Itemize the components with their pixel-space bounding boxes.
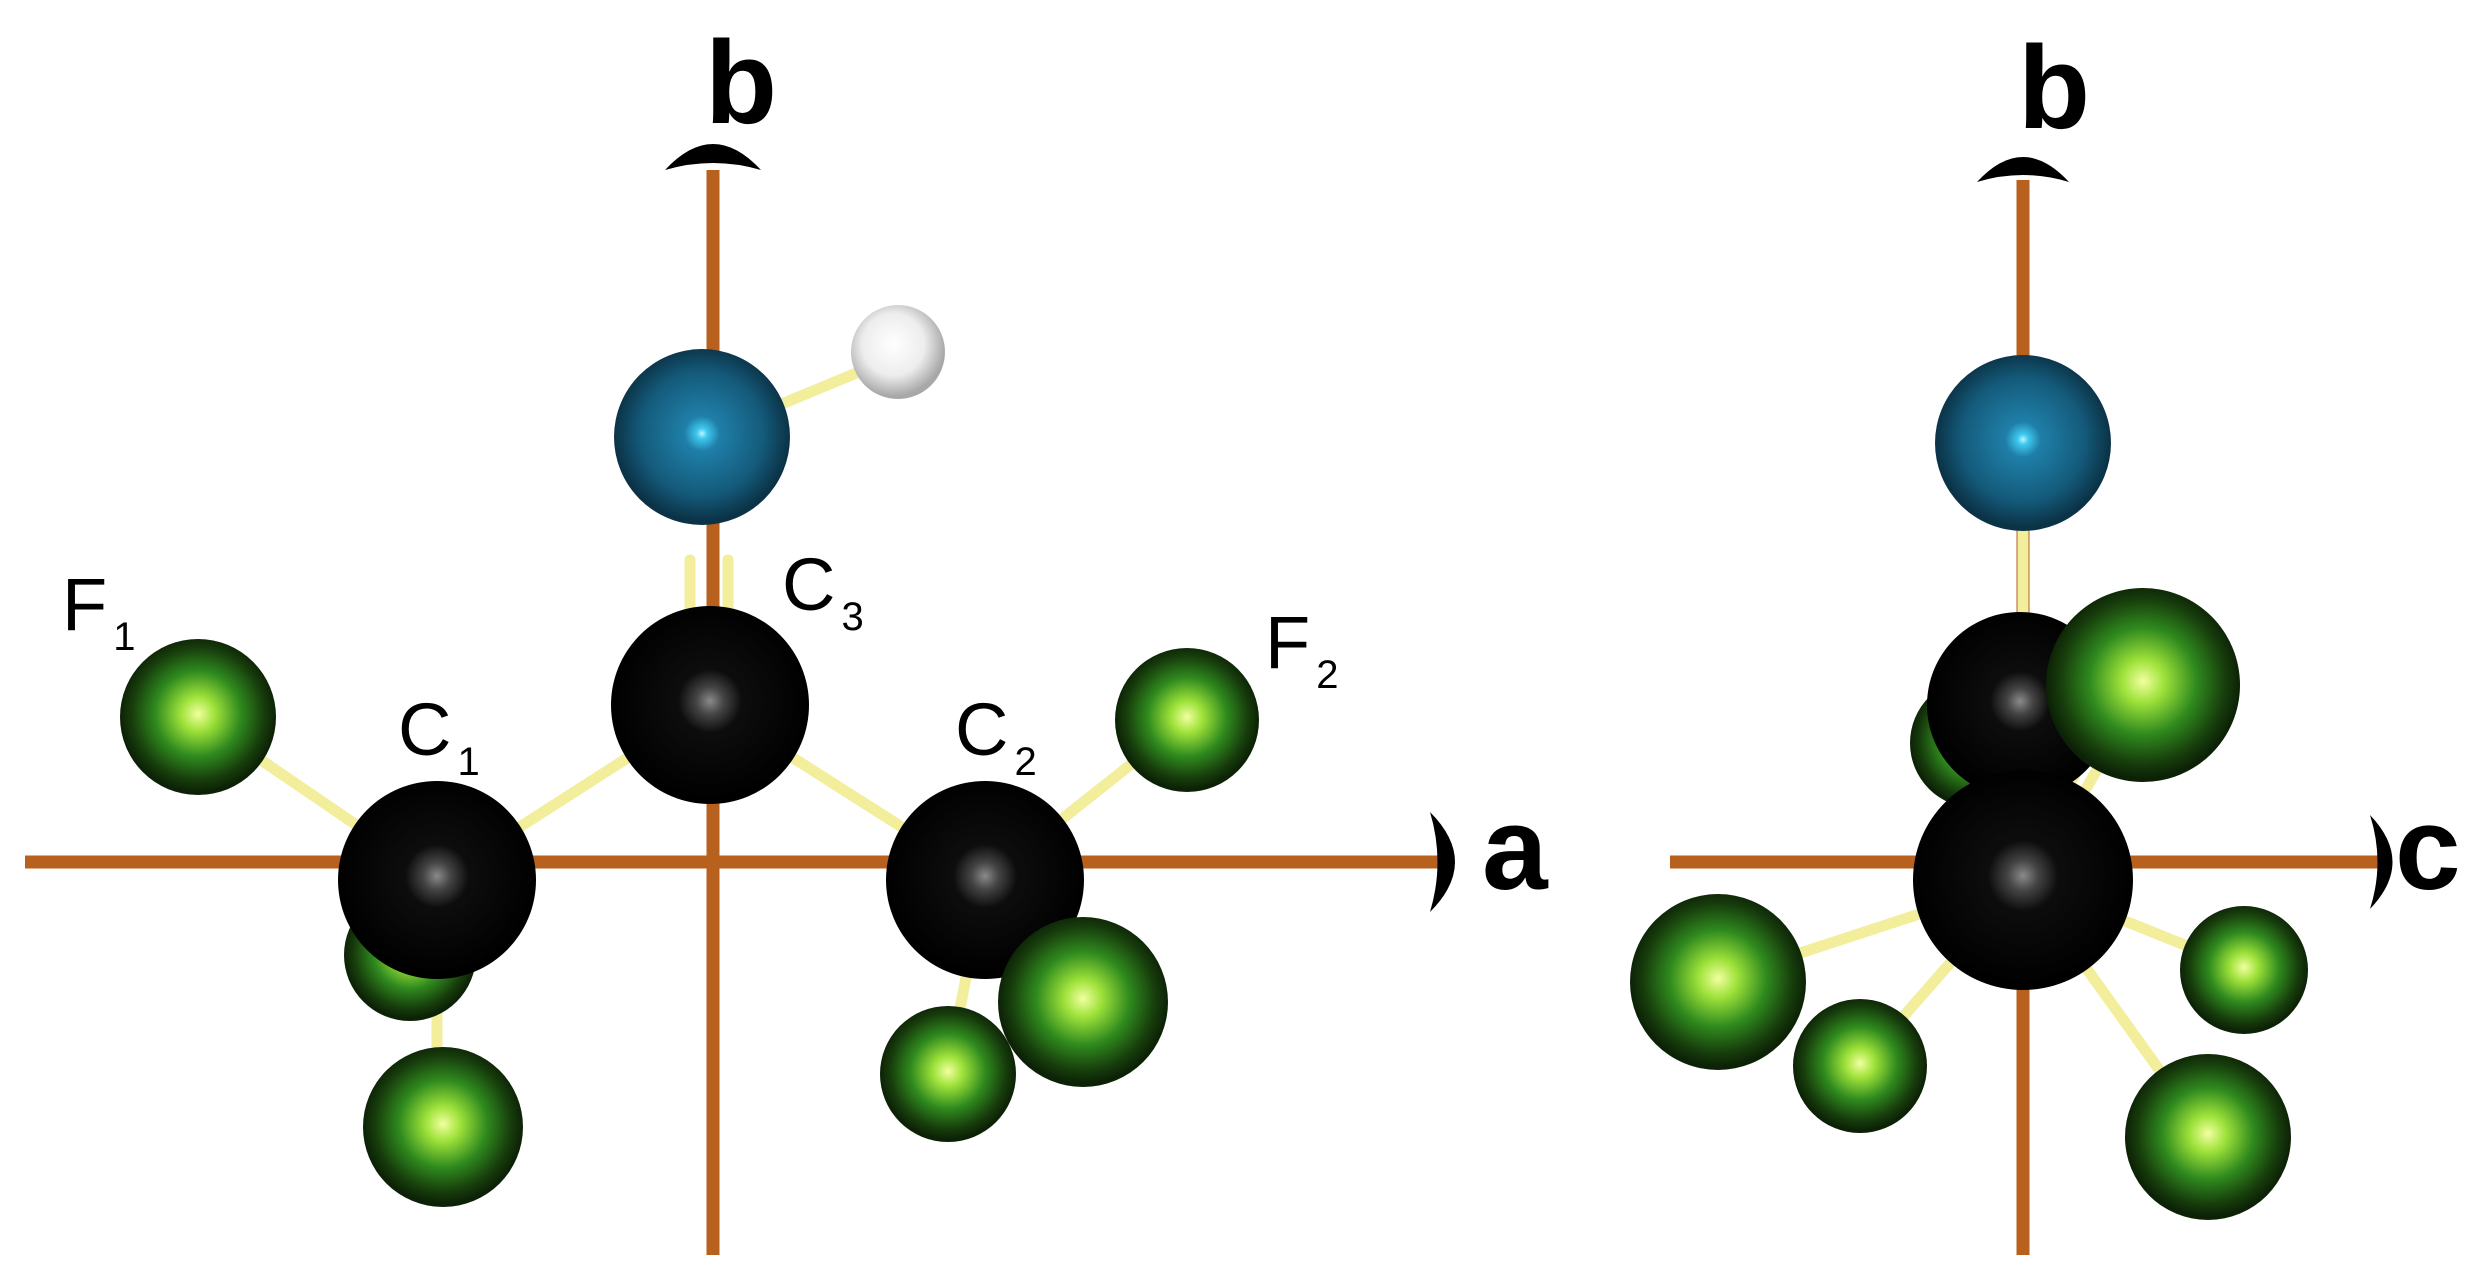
left-axes: a b — [25, 17, 1549, 1255]
atom-label-f1-sub: 1 — [113, 615, 135, 659]
atom-label-f2-sub: 2 — [1316, 653, 1338, 697]
carbon-atom-c3 — [611, 606, 809, 804]
atom-label-c1-main: C — [398, 688, 451, 771]
fluorine-atom — [2180, 906, 2308, 1034]
atom-label-c1-sub: 1 — [457, 740, 479, 784]
fluorine-atom — [2125, 1054, 2291, 1220]
fluorine-atom — [998, 917, 1168, 1087]
hydrogen-atom — [851, 305, 945, 399]
fluorine-atom — [1115, 648, 1259, 792]
b-axis-arrowhead-right — [1977, 157, 2069, 182]
fluorine-atom — [120, 639, 276, 795]
right-atoms — [1630, 355, 2308, 1220]
left-atoms — [120, 305, 1259, 1207]
fluorine-atom — [1630, 894, 1806, 1070]
nitrogen-atom — [1935, 355, 2111, 531]
atom-label-c2-main: C — [955, 688, 1008, 771]
b-axis-label-left: b — [705, 17, 777, 149]
carbon-atom-c2 — [886, 781, 1084, 979]
fluorine-atom — [363, 1047, 523, 1207]
b-axis-label-right: b — [2018, 22, 2090, 154]
atom-label-c3-main: C — [782, 543, 835, 626]
atom-label-c2-sub: 2 — [1014, 740, 1036, 784]
fluorine-atom — [880, 1006, 1016, 1142]
a-axis-arrowhead — [1430, 812, 1455, 912]
c-axis-label: c — [2395, 783, 2461, 915]
c-axis-arrowhead — [2370, 815, 2393, 909]
atom-label-f1-main: F — [62, 563, 107, 646]
left-view: a b — [25, 17, 1549, 1255]
carbon-atom-c1 — [338, 781, 536, 979]
fluorine-atom — [1793, 999, 1927, 1133]
right-view: c b — [1630, 22, 2461, 1255]
nitrogen-atom — [614, 349, 790, 525]
carbon-atom — [1913, 770, 2133, 990]
b-axis-arrowhead-left — [665, 144, 761, 170]
atom-label-f2-main: F — [1265, 601, 1310, 684]
a-axis-label: a — [1482, 783, 1549, 915]
fluorine-atom — [2046, 588, 2240, 782]
atom-label-c3-sub: 3 — [841, 595, 863, 639]
